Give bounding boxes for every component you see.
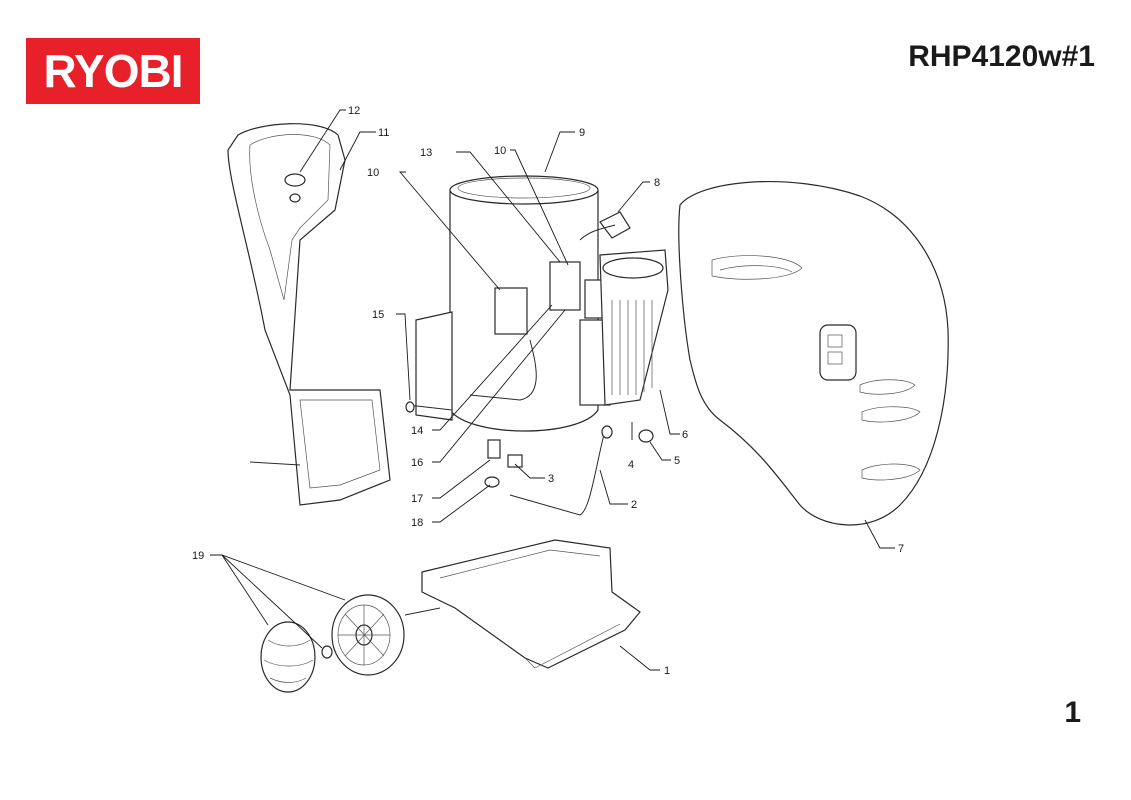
callout-8: 8 [654,177,660,189]
callout-19: 19 [192,550,204,562]
callout-10-top: 10 [494,145,506,157]
base-cart-part [404,539,641,669]
callout-11: 11 [378,127,389,139]
callout-5: 5 [674,455,680,467]
handle-part [227,123,391,506]
callout-18: 18 [411,517,423,529]
callout-7: 7 [898,543,904,555]
callout-16: 16 [411,457,423,469]
leader-lines [210,109,895,671]
callout-13: 13 [420,147,432,159]
callout-17: 17 [411,493,423,505]
callout-12: 12 [348,105,360,117]
callout-2: 2 [631,499,637,511]
ryobi-logo: RYOBI [26,38,200,104]
callout-10-left: 10 [367,167,379,179]
page-number: 1 [1064,696,1081,729]
callout-15: 15 [372,309,384,321]
model-number: RHP4120w#1 [908,40,1095,73]
callout-9: 9 [579,127,585,139]
callout-4: 4 [628,459,634,471]
callout-3: 3 [548,473,554,485]
shroud-part [678,181,949,526]
callout-6: 6 [682,429,688,441]
brand-name: RYOBI [43,45,184,97]
pump-motor-part [599,249,669,406]
wheel-part [260,594,405,693]
callout-14: 14 [411,425,423,437]
hose-fittings-part [469,339,654,516]
tank-part [405,175,599,432]
callout-labels: 12 11 13 10 9 10 8 15 14 6 16 4 5 3 17 2… [192,105,904,677]
callout-1: 1 [664,665,670,677]
